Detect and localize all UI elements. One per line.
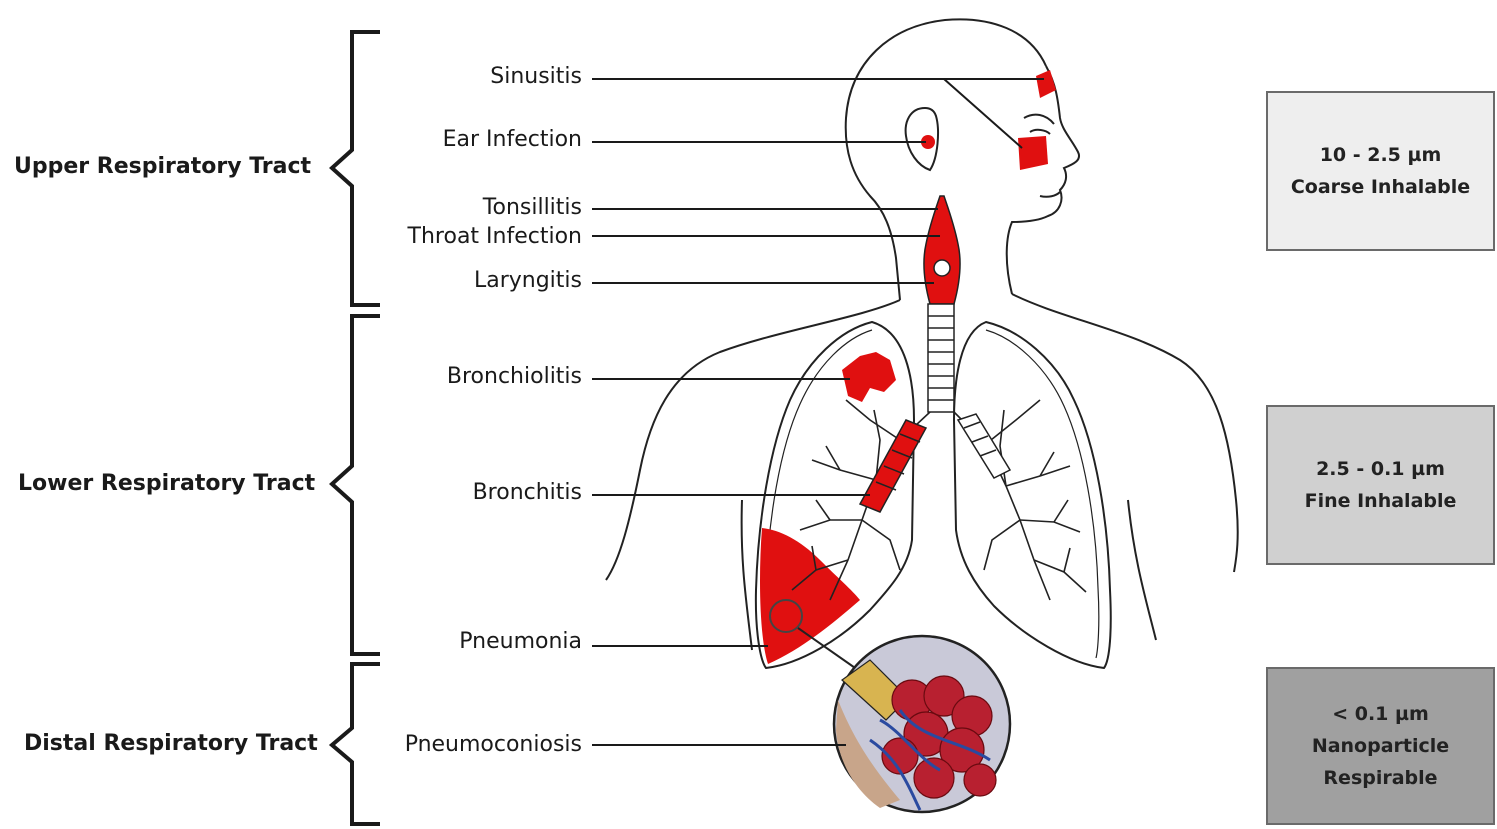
facial-infection-mark [1018, 136, 1048, 170]
coarse-range: 10 - 2.5 µm [1320, 139, 1442, 171]
throat-infection-label: Throat Infection [352, 224, 582, 249]
body-outline [606, 19, 1238, 650]
laryngitis-label: Laryngitis [352, 268, 582, 293]
throat-infection-mark [924, 196, 960, 304]
sinusitis-label: Sinusitis [352, 64, 582, 89]
lower-tract-label: Lower Respiratory Tract [18, 471, 315, 496]
pneumonia-label: Pneumonia [352, 629, 582, 654]
distal-tract-label: Distal Respiratory Tract [24, 731, 318, 756]
nano-name-line1: Nanoparticle [1312, 730, 1449, 762]
tonsillitis-label: Tonsillitis [352, 195, 582, 220]
pneumoconiosis-label: Pneumoconiosis [352, 732, 582, 757]
fine-inhalable-box: 2.5 - 0.1 µm Fine Inhalable [1266, 405, 1495, 565]
sinus-infection-mark [1036, 70, 1056, 98]
coarse-inhalable-box: 10 - 2.5 µm Coarse Inhalable [1266, 91, 1495, 251]
right-lung [954, 322, 1111, 668]
nanoparticle-respirable-box: < 0.1 µm Nanoparticle Respirable [1266, 667, 1495, 825]
ear-infection-label: Ear Infection [352, 127, 582, 152]
trachea [928, 304, 954, 412]
nano-name-line2: Respirable [1323, 762, 1437, 794]
alveoli-magnified [834, 636, 1010, 812]
upper-tract-label: Upper Respiratory Tract [14, 154, 311, 179]
nano-range: < 0.1 µm [1332, 698, 1429, 730]
fine-name: Fine Inhalable [1305, 485, 1457, 517]
bronchitis-label: Bronchitis [352, 480, 582, 505]
bronchiolitis-label: Bronchiolitis [352, 364, 582, 389]
coarse-name: Coarse Inhalable [1291, 171, 1470, 203]
fine-range: 2.5 - 0.1 µm [1316, 453, 1445, 485]
